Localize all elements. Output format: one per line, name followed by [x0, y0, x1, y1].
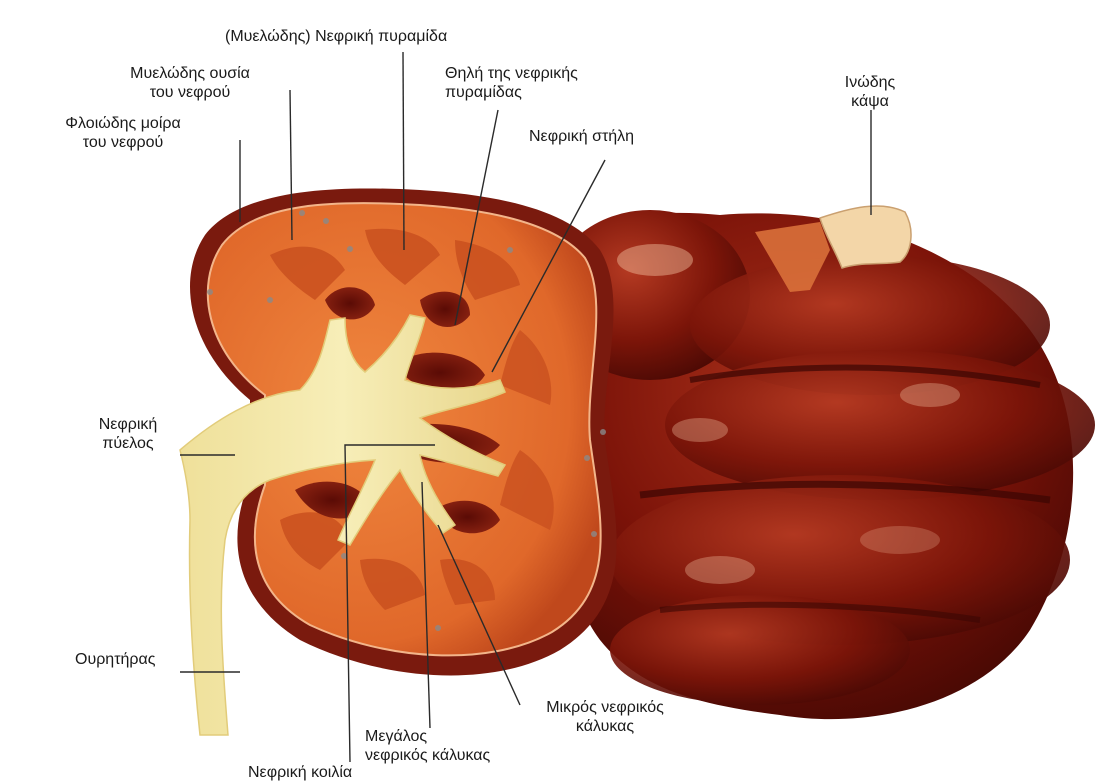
- label-renal-pelvis-line2: πύελος: [78, 434, 178, 453]
- label-renal-papilla-line1: Θηλή της νεφρικής: [445, 64, 578, 83]
- label-renal-column: Νεφρική στήλη: [529, 127, 634, 146]
- label-fibrous-capsule-line1: Ινώδης: [820, 73, 920, 92]
- kidney-exterior: [550, 210, 1095, 719]
- label-renal-papilla: Θηλή της νεφρικής πυραμίδας: [445, 64, 578, 102]
- label-major-calyx: Μεγάλος νεφρικός κάλυκας: [365, 727, 490, 765]
- label-renal-pelvis-line1: Νεφρική: [78, 415, 178, 434]
- label-major-calyx-line2: νεφρικός κάλυκας: [365, 746, 490, 765]
- label-fibrous-capsule: Ινώδης κάψα: [820, 73, 920, 111]
- label-renal-medulla: Μυελώδης ουσία του νεφρού: [100, 64, 280, 102]
- label-minor-calyx-line2: κάλυκας: [510, 717, 700, 736]
- label-fibrous-capsule-line2: κάψα: [820, 92, 920, 111]
- label-minor-calyx: Μικρός νεφρικός κάλυκας: [510, 698, 700, 736]
- label-renal-medulla-line2: του νεφρού: [100, 83, 280, 102]
- label-medullary-pyramid: (Μυελώδης) Νεφρική πυραμίδα: [225, 27, 447, 46]
- label-minor-calyx-line1: Μικρός νεφρικός: [510, 698, 700, 717]
- label-renal-cortex-line1: Φλοιώδης μοίρα: [38, 114, 208, 133]
- label-major-calyx-line1: Μεγάλος: [365, 727, 490, 746]
- label-renal-papilla-line2: πυραμίδας: [445, 83, 578, 102]
- label-renal-cortex-line2: του νεφρού: [38, 133, 208, 152]
- kidney-section: [180, 188, 617, 735]
- label-ureter: Ουρητήρας: [75, 650, 155, 669]
- label-renal-pelvis: Νεφρική πύελος: [78, 415, 178, 453]
- label-renal-cortex: Φλοιώδης μοίρα του νεφρού: [38, 114, 208, 152]
- label-renal-sinus: Νεφρική κοιλία: [248, 763, 352, 782]
- label-renal-medulla-line1: Μυελώδης ουσία: [100, 64, 280, 83]
